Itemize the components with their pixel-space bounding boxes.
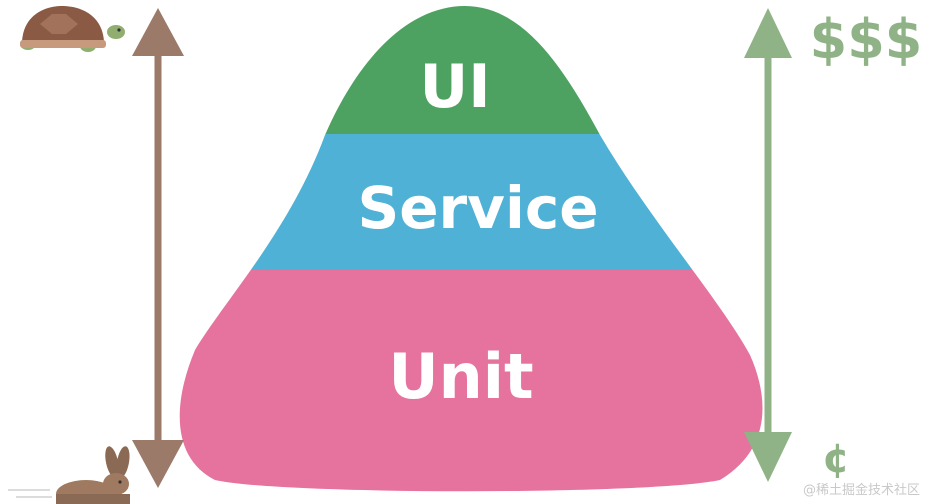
layer-ui-label: UI bbox=[419, 52, 490, 122]
layer-unit-label: Unit bbox=[388, 340, 533, 413]
cost-high-label: $$$ bbox=[810, 8, 923, 71]
rabbit-icon bbox=[8, 446, 130, 504]
speed-axis-arrow-down bbox=[132, 440, 184, 488]
cost-axis bbox=[744, 8, 792, 482]
speed-axis bbox=[132, 8, 184, 488]
cost-axis-arrow-up bbox=[744, 8, 792, 58]
turtle-icon bbox=[20, 6, 125, 52]
cost-low-label: ¢ bbox=[822, 436, 850, 482]
speed-axis-arrow-up bbox=[132, 8, 184, 56]
layer-unit-band bbox=[179, 270, 763, 492]
watermark: @稀土掘金技术社区 bbox=[802, 483, 920, 498]
cost-axis-arrow-down bbox=[744, 432, 792, 482]
layer-service-label: Service bbox=[357, 174, 598, 242]
